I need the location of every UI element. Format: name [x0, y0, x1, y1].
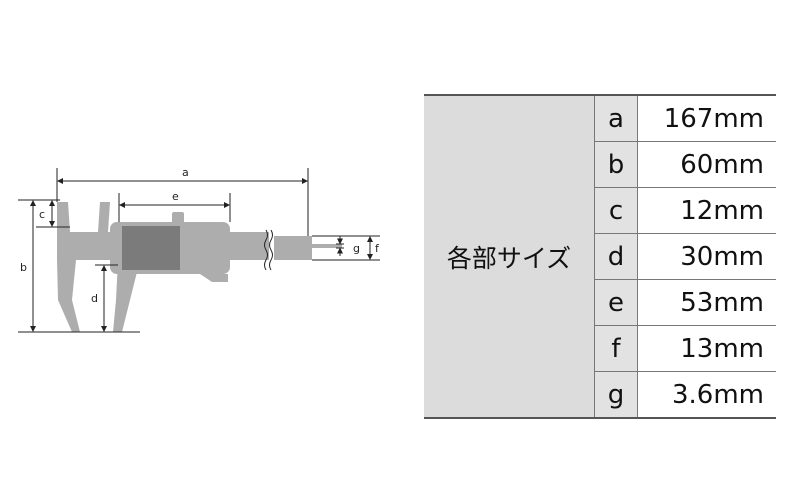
dim-label-f: f	[375, 242, 380, 255]
dim-label-b: b	[20, 261, 27, 274]
table-row: g 3.6mm	[424, 371, 776, 418]
dim-label-d: d	[91, 292, 98, 305]
table-heading: 各部サイズ	[424, 95, 595, 419]
table-row: 各部サイズ a 167mm	[424, 95, 776, 419]
dimension-key: d	[594, 233, 638, 280]
dimension-key: g	[594, 371, 638, 418]
table-row: e 53mm	[424, 279, 776, 326]
table-row: f 13mm	[424, 325, 776, 372]
dimension-key: b	[594, 141, 638, 188]
table-row: d 30mm	[424, 233, 776, 280]
dimension-value: 167mm	[637, 95, 776, 142]
dimension-value: 60mm	[637, 141, 776, 188]
table-row: c 12mm	[424, 187, 776, 234]
dimension-value: 3.6mm	[637, 371, 776, 418]
table-row: b 60mm	[424, 141, 776, 188]
dimension-value: 12mm	[637, 187, 776, 234]
dim-label-c: c	[39, 208, 45, 221]
dimension-key: a	[594, 95, 638, 142]
dimension-key: f	[594, 325, 638, 372]
dim-label-e: e	[172, 190, 179, 203]
dim-label-g: g	[353, 242, 360, 255]
break-mark	[264, 229, 273, 271]
caliper-body	[57, 202, 342, 332]
dimension-value: 30mm	[637, 233, 776, 280]
dimension-value: 53mm	[637, 279, 776, 326]
display-window	[122, 226, 180, 270]
caliper-diagram: a e c b d g f	[18, 166, 380, 333]
size-spec-table: 各部サイズ a 167mm b 60mm c 12mm d 30mm e 53m…	[424, 94, 776, 419]
dimension-key: e	[594, 279, 638, 326]
dimension-value: 13mm	[637, 325, 776, 372]
dimension-key: c	[594, 187, 638, 234]
dimension-lines	[18, 168, 380, 333]
dim-label-a: a	[182, 166, 189, 179]
